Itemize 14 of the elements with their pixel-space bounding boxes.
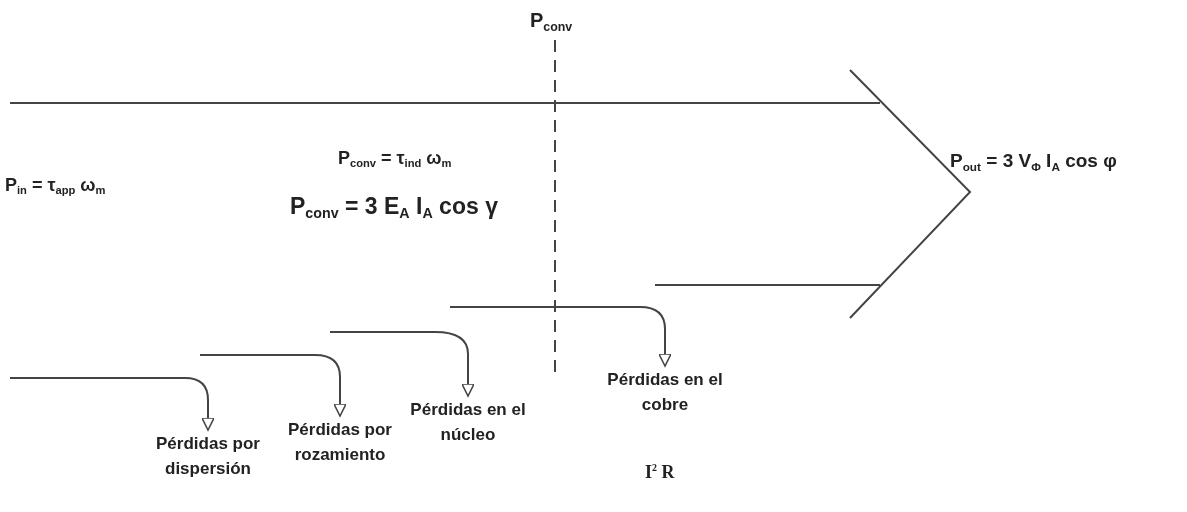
arrow (314, 354, 347, 417)
formula-text: P$_{conv}$ = 3 E$_{A}$ I$_{A}$ cos γ (290, 193, 498, 223)
formula-text: P$_{in}$ = τ$_{app}$ ω$_{m}$ (5, 175, 106, 198)
loss-label: Pérdidas en el núcleo (403, 398, 533, 448)
arrow (184, 377, 215, 431)
loss-label: Pérdidas por dispersión (143, 432, 273, 482)
arrow (639, 306, 672, 367)
formula-text: P$_{conv}$ = τ$_{ind}$ ω$_{m}$ (338, 148, 452, 171)
loss-label: Pérdidas por rozamiento (275, 418, 405, 468)
formula-text: P$_{out}$ = 3 V$_{Φ}$ I$_{A}$ cos φ (950, 150, 1117, 174)
formula-text: I$^{2}$ R (645, 462, 675, 484)
arrow (434, 331, 475, 397)
loss-label: Pérdidas en el cobre (600, 368, 730, 418)
formula-text: P$_{conv}$ (530, 8, 573, 35)
